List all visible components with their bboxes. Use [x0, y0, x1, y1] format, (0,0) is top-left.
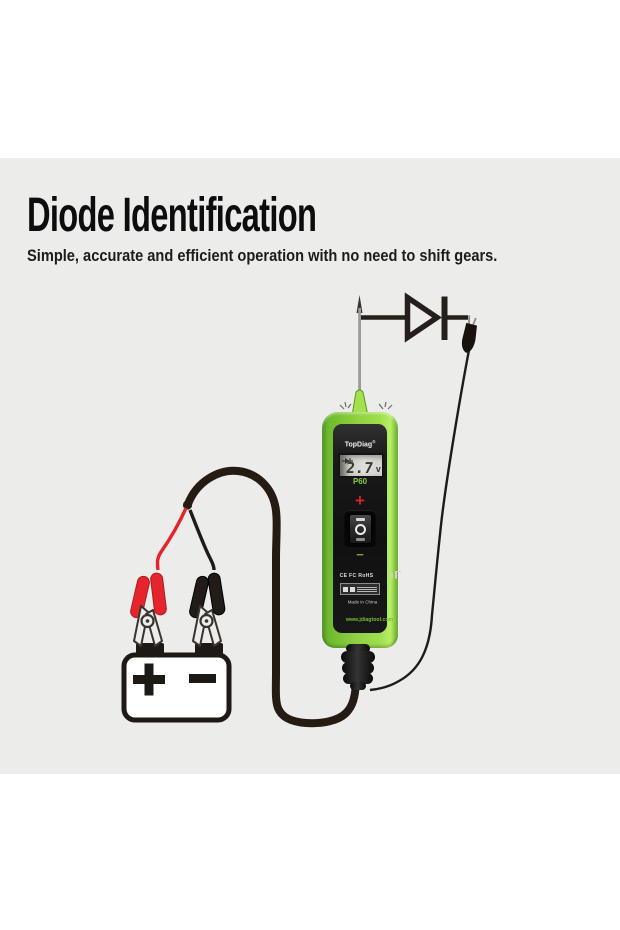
polarity-minus-label: −	[356, 547, 364, 562]
spec-label	[340, 583, 380, 595]
signal-wire	[369, 349, 471, 692]
battery-outline	[121, 652, 232, 723]
made-in-label: Made in China	[347, 599, 378, 606]
rocker-bottom-bar-icon	[356, 538, 365, 541]
battery-minus-symbol	[189, 674, 216, 683]
model-label: P60	[352, 477, 368, 487]
page-subtitle: Simple, accurate and efficient operation…	[27, 246, 498, 265]
device-front-panel: TopDiag® 2.7 v P60 + − CE FC RoH	[333, 424, 401, 633]
black-alligator-clip	[189, 572, 226, 647]
website-label: www.jdiagtool.com	[345, 616, 394, 623]
strain-relief-ring	[341, 651, 375, 663]
page-title: Diode Identification	[27, 189, 317, 242]
recycle-icon	[390, 572, 393, 579]
cable-split-end	[182, 500, 193, 510]
black-lead-wire	[188, 509, 216, 571]
lcd-value: 2.7	[345, 459, 374, 477]
gray-background-panel	[0, 158, 620, 774]
led-sparkle-left-icon	[339, 401, 352, 410]
strain-relief-ring	[350, 682, 366, 690]
rocker-top-bar-icon	[356, 518, 365, 521]
small-alligator-clip-icon	[461, 315, 477, 353]
spec-text-lines	[357, 586, 377, 592]
diode-triangle-icon	[404, 292, 442, 343]
main-cable	[184, 466, 360, 728]
polarity-plus-label: +	[355, 491, 365, 510]
strain-relief-ring	[346, 644, 370, 653]
spec-barcode-box	[350, 586, 355, 592]
red-alligator-clip	[130, 572, 167, 647]
led-sparkle-right-icon	[378, 401, 393, 410]
rocker-button[interactable]	[349, 514, 372, 544]
strain-relief-ring	[342, 662, 374, 674]
certification-marks: CE FC RoHS	[339, 572, 373, 579]
brand-label: TopDiag®	[344, 440, 376, 449]
lcd-display: 2.7 v	[338, 453, 384, 478]
battery-plus-symbol	[133, 663, 165, 696]
certification-row: CE FC RoHS	[333, 570, 401, 581]
probe-needle	[358, 308, 361, 394]
lcd-unit: v	[375, 465, 381, 475]
probe-tip-cone	[351, 389, 369, 417]
red-lead-wire	[155, 507, 188, 571]
power-switch[interactable]	[344, 510, 376, 547]
spec-barcode-box	[343, 586, 348, 592]
trash-bin-icon	[394, 571, 401, 579]
diode-mode-icon	[342, 458, 353, 464]
rocker-circle-icon	[355, 524, 366, 535]
power-probe-device: TopDiag® 2.7 v P60 + − CE FC RoH	[322, 412, 401, 648]
strain-relief-ring	[343, 673, 373, 684]
